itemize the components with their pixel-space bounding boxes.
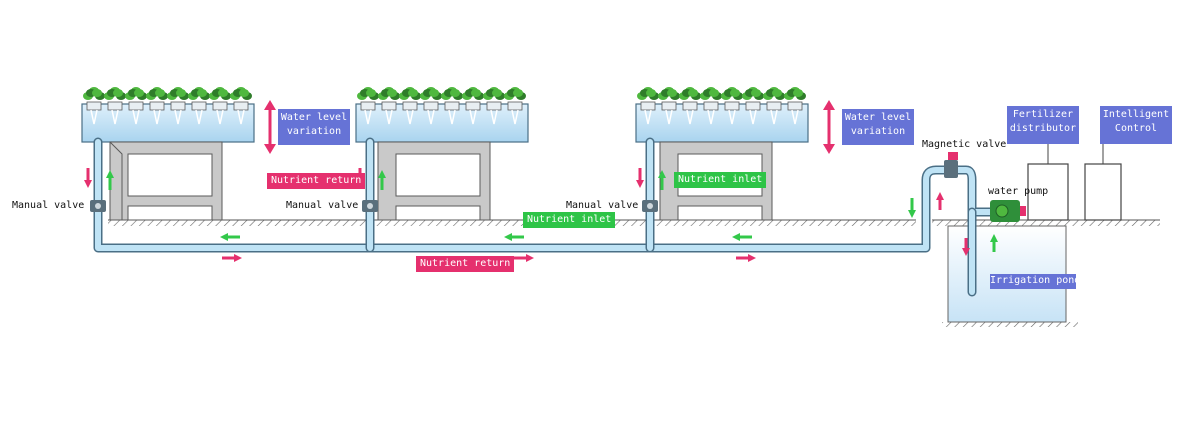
valve-icon[interactable] [90, 200, 106, 212]
plant-icon [209, 87, 231, 125]
plant-icon [104, 87, 126, 125]
nutrient-return-label: Nutrient return [267, 173, 366, 189]
plant-icon [658, 87, 680, 125]
manual-valve-label: Manual valve [566, 200, 639, 211]
irrigation-pond-label: Irrigation pond [990, 274, 1080, 289]
plant-icon [230, 87, 252, 125]
nutrient-inlet-pipe-label: Nutrient inlet [523, 212, 616, 228]
plant-icon [637, 87, 659, 125]
plant-icon [125, 87, 147, 125]
nutrient-return-pipe-label: Nutrient return [416, 256, 515, 272]
pipe-network [93, 137, 1005, 297]
plant-icon [784, 87, 806, 125]
fertilizer-distributor-box [1027, 142, 1069, 221]
valve-icon[interactable] [362, 200, 378, 212]
plant-icon [399, 87, 421, 125]
plant-icon [188, 87, 210, 125]
water-level-variation-label: Water level variation [278, 109, 350, 145]
plant-icon [462, 87, 484, 125]
intelligent-control-label: Intelligent Control [1100, 106, 1172, 144]
plant-icon [742, 87, 764, 125]
pump-icon[interactable] [990, 200, 1026, 222]
water-pump-label: water pump [988, 186, 1049, 197]
valve-icon[interactable] [642, 200, 658, 212]
water-level-variation-label: Water level variation [842, 109, 914, 145]
manual-valve-label: Manual valve [286, 200, 359, 211]
plant-icon [504, 87, 526, 125]
red-arrow-icon [84, 168, 970, 262]
plant-icon [83, 87, 105, 125]
plant-icon [763, 87, 785, 125]
plant-icon [167, 87, 189, 125]
plant-icon [83, 87, 806, 125]
plant-icon [721, 87, 743, 125]
plant-icon [357, 87, 379, 125]
growing-bed-2 [355, 103, 529, 221]
plant-icon [378, 87, 400, 125]
plant-icon [700, 87, 722, 125]
plant-icon [679, 87, 701, 125]
plant-icon [441, 87, 463, 125]
manual-valve-label: Manual valve [12, 200, 85, 211]
fertilizer-distributor-label: Fertilizer distributor [1007, 106, 1079, 144]
growing-bed-1 [81, 103, 255, 221]
plant-icon [420, 87, 442, 125]
plant-icon [146, 87, 168, 125]
growing-bed-3 [635, 103, 809, 221]
magnetic-valve-label: Magnetic valve [922, 139, 1007, 150]
intelligent-control-box [1084, 142, 1122, 221]
green-arrow-icon [106, 170, 998, 252]
water-level-arrow-icon [823, 100, 835, 154]
magnetic-valve-icon[interactable] [944, 152, 958, 178]
plant-icon [483, 87, 505, 125]
nutrient-inlet-label: Nutrient inlet [674, 172, 767, 188]
water-level-arrow-icon [264, 100, 276, 154]
